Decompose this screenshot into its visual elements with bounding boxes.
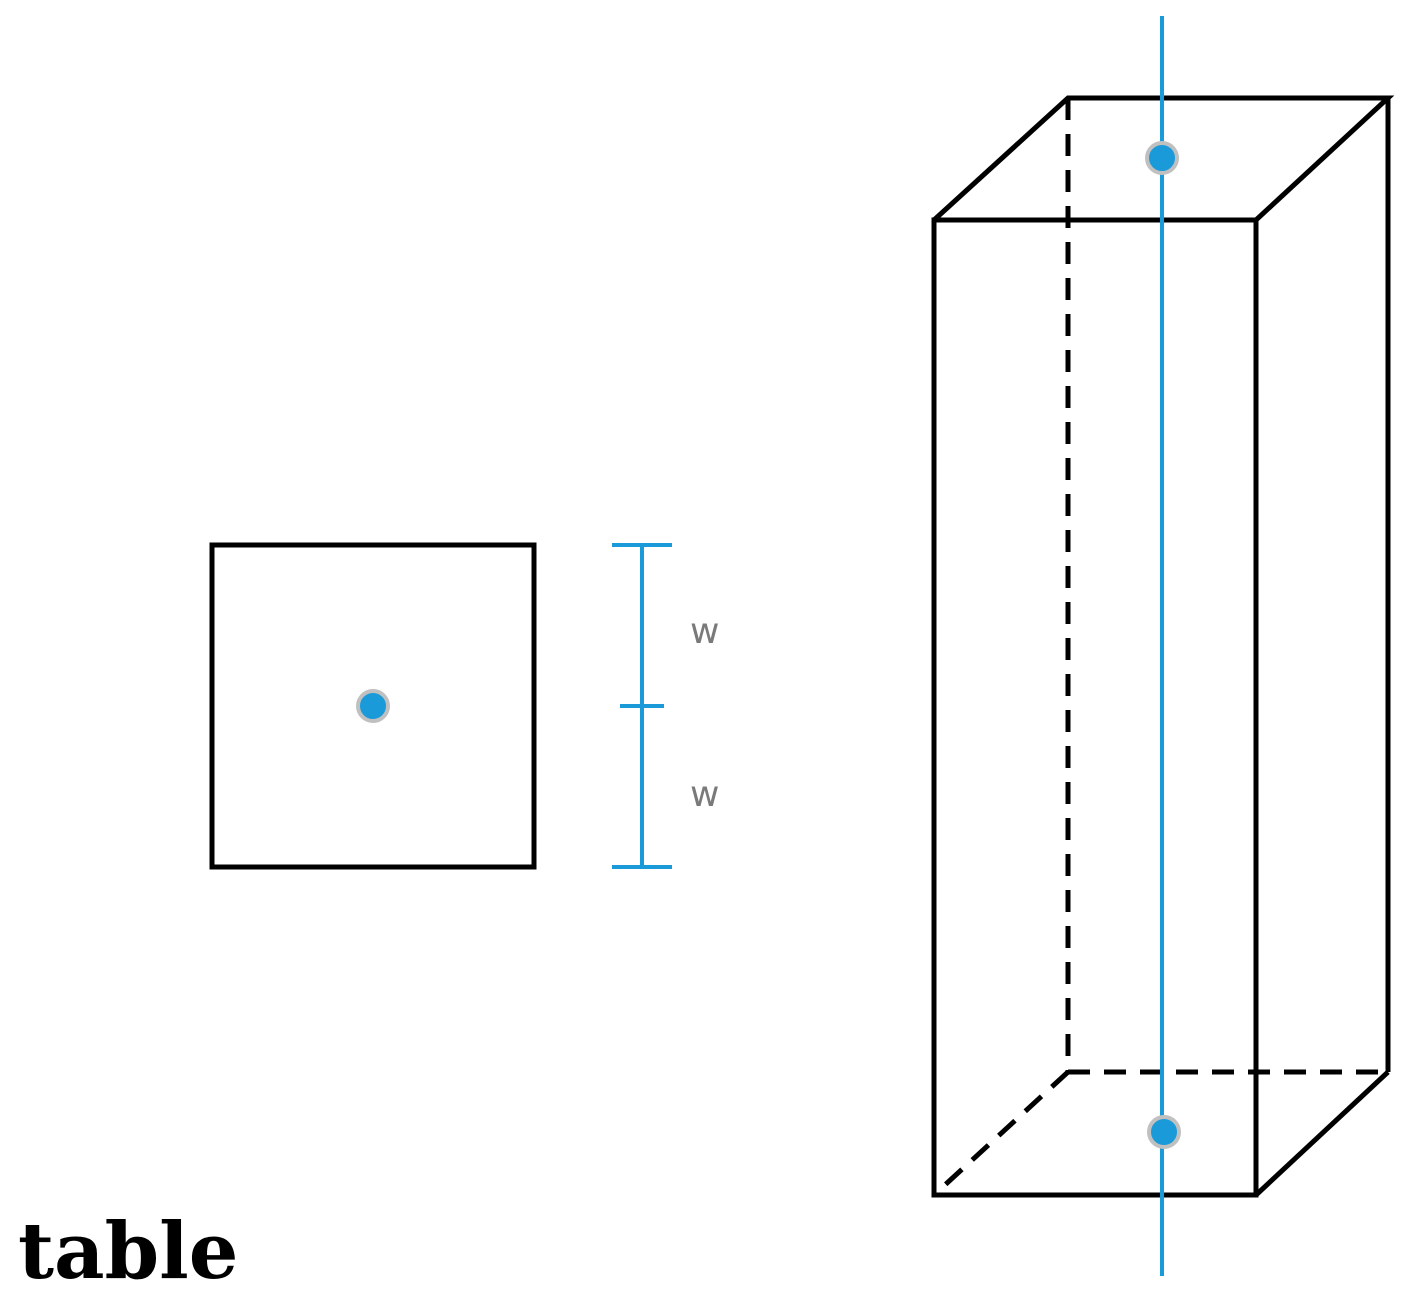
square-center-point	[356, 689, 390, 723]
prism-top-center-point	[1145, 141, 1179, 175]
prism-bottom-center-point	[1147, 1115, 1181, 1149]
prism-hidden-bottom-side-edge	[932, 1070, 1070, 1197]
prism-front-face	[931, 217, 1259, 1198]
rectangular-prism	[931, 95, 1395, 1198]
dimension-bracket	[612, 543, 672, 869]
square-outline	[209, 542, 537, 870]
dimension-label-lower: w	[690, 774, 719, 815]
diagram-caption: table	[18, 1206, 238, 1297]
square-cross-section	[209, 542, 537, 870]
prism-top-face	[932, 95, 1395, 222]
prism-bottom-right-edge	[1254, 1070, 1390, 1197]
dimension-label-upper: w	[690, 611, 719, 652]
